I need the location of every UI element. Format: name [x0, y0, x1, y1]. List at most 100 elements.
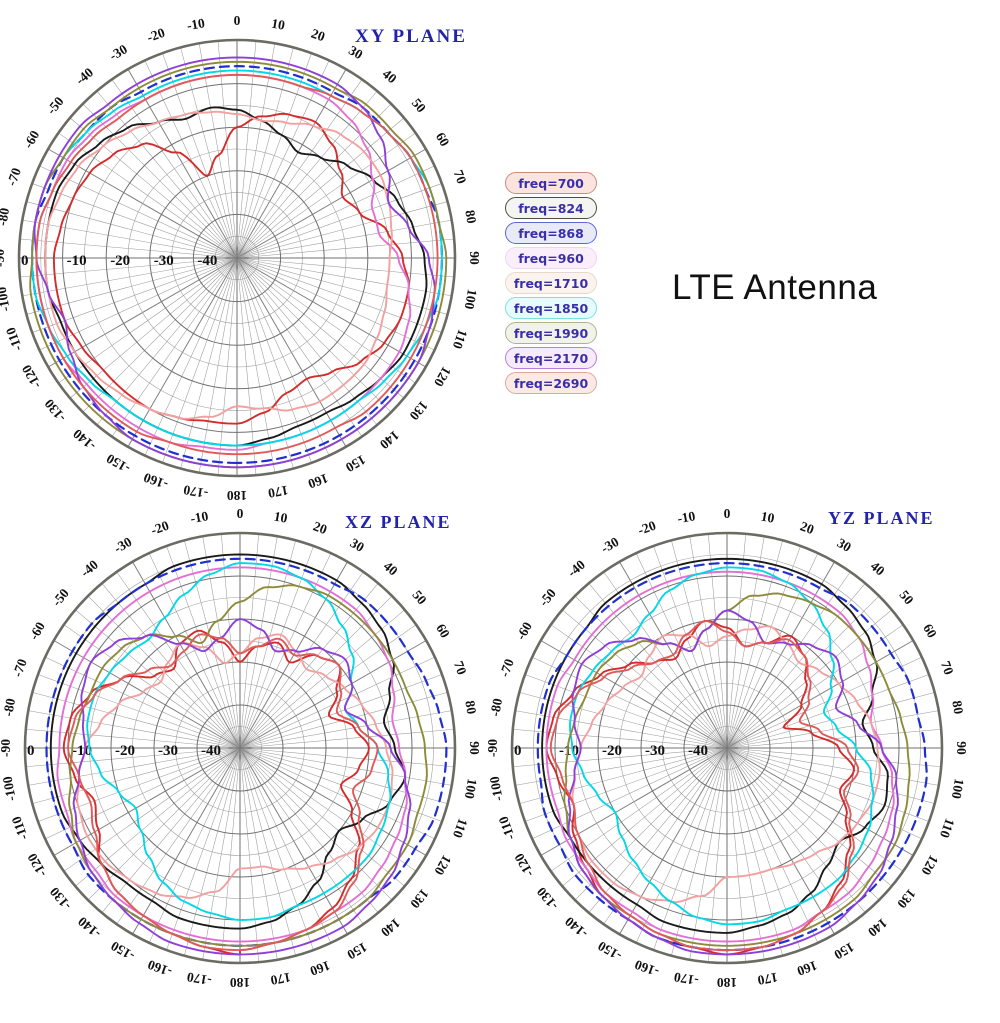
legend-item[interactable]: freq=1850 — [505, 297, 597, 319]
data-series-curve — [52, 112, 410, 425]
angle-tick-label: 10 — [273, 509, 289, 526]
radial-tick-label: -40 — [201, 743, 221, 759]
data-series-curve — [35, 73, 439, 456]
data-series-curve — [44, 110, 393, 420]
angle-tick-label: 60 — [920, 621, 940, 640]
angle-tick-label: -70 — [497, 657, 517, 679]
data-series-curve — [72, 618, 412, 956]
angle-tick-label: 50 — [409, 587, 429, 607]
angle-tick-label: 70 — [451, 168, 470, 186]
angle-tick-label: 50 — [409, 95, 429, 115]
radial-tick-label: -30 — [154, 253, 174, 269]
antenna-pattern-figure: -170-160-150-140-130-120-110-100-90-80-7… — [0, 0, 969, 990]
data-series-group — [536, 557, 928, 956]
angle-tick-label: -20 — [149, 518, 171, 538]
angle-tick-label: 150 — [344, 939, 369, 962]
angle-tick-label: -60 — [513, 619, 535, 642]
angle-tick-label: 110 — [450, 327, 471, 351]
angle-tick-label: -50 — [536, 585, 559, 609]
data-series-curve — [545, 570, 895, 943]
legend-item[interactable]: freq=1710 — [505, 272, 597, 294]
angle-tick-label: 100 — [949, 777, 967, 800]
angle-tick-label: -170 — [673, 969, 700, 988]
legend-item[interactable]: freq=824 — [505, 197, 597, 219]
angle-tick-label: -140 — [562, 914, 591, 942]
legend-item-label: freq=1990 — [513, 325, 589, 341]
radial-tick-label: -40 — [688, 743, 708, 759]
legend-item-label: freq=824 — [518, 200, 584, 216]
angle-tick-label: -160 — [632, 957, 661, 980]
angle-tick-label: -140 — [75, 914, 104, 942]
legend-item[interactable]: freq=700 — [505, 172, 597, 194]
angle-tick-label: -70 — [10, 657, 30, 679]
data-series-curve — [33, 56, 436, 469]
data-series-curve — [45, 557, 448, 947]
angle-tick-label: 20 — [311, 518, 329, 537]
angle-tick-label: -80 — [0, 206, 12, 227]
legend-item[interactable]: freq=868 — [505, 222, 597, 244]
legend-item[interactable]: freq=960 — [505, 247, 597, 269]
legend-item[interactable]: freq=1990 — [505, 322, 597, 344]
legend-item-label: freq=700 — [518, 175, 584, 191]
angle-tick-label: 130 — [894, 886, 919, 911]
angle-tick-label: -50 — [49, 585, 72, 609]
data-series-group — [29, 56, 448, 469]
angle-tick-label: -80 — [0, 697, 18, 718]
angle-tick-label: -110 — [8, 814, 30, 842]
angle-tick-label: -40 — [565, 557, 589, 580]
angle-tick-label: 110 — [937, 816, 958, 840]
angle-tick-label: -30 — [598, 534, 621, 556]
polar-plot-xy: -170-160-150-140-130-120-110-100-90-80-7… — [0, 0, 515, 536]
angle-tick-label: 60 — [433, 621, 453, 640]
legend-item-label: freq=1850 — [513, 300, 589, 316]
legend-item-label: freq=1710 — [513, 275, 589, 291]
angle-tick-label: 40 — [381, 558, 401, 578]
radial-tick-label: -20 — [115, 743, 135, 759]
data-series-curve — [35, 73, 412, 451]
data-series-curve — [545, 620, 855, 956]
radial-tick-label: -40 — [197, 253, 217, 269]
radial-tick-label: -10 — [67, 253, 87, 269]
data-series-curve — [567, 609, 899, 956]
angle-tick-label: -80 — [487, 697, 505, 718]
frequency-legend: freq=700 freq=824 freq=868 freq=960 freq=171… — [505, 172, 597, 394]
angle-tick-label: -160 — [145, 957, 174, 980]
angle-tick-label: -150 — [595, 938, 624, 963]
angle-tick-label: 170 — [756, 970, 779, 988]
data-series-curve — [568, 566, 875, 926]
radial-tick-label: -10 — [72, 743, 92, 759]
angle-tick-label: -60 — [20, 128, 42, 151]
angle-tick-label: 70 — [938, 659, 957, 677]
figure-title: LTE Antenna — [672, 268, 878, 307]
angle-tick-label: 70 — [451, 659, 470, 677]
angle-tick-label: 60 — [433, 130, 453, 149]
angle-tick-label: 170 — [267, 483, 290, 501]
data-series-curve — [67, 633, 379, 952]
angle-tick-label: 80 — [462, 209, 479, 225]
angle-tick-label: -110 — [3, 325, 25, 353]
angle-tick-label: -60 — [26, 619, 48, 642]
legend-item[interactable]: freq=2170 — [505, 347, 597, 369]
legend-item-label: freq=2690 — [513, 375, 589, 391]
angle-tick-label: 20 — [798, 518, 816, 537]
data-series-curve — [86, 562, 392, 921]
angle-tick-label: 0 — [724, 506, 731, 521]
angle-tick-label: -70 — [4, 166, 24, 188]
radial-tick-label: -20 — [110, 253, 130, 269]
angle-tick-label: -20 — [636, 518, 658, 538]
angle-tick-label: -100 — [487, 775, 506, 802]
legend-item-label: freq=2170 — [513, 350, 589, 366]
angle-tick-label: -40 — [78, 557, 102, 580]
angle-tick-label: 80 — [949, 699, 966, 715]
angle-tick-labels: -170-160-150-140-130-120-110-100-90-80-7… — [0, 506, 482, 990]
angle-tick-label: -130 — [41, 396, 69, 425]
plot-title-xz: XZ PLANE — [345, 512, 452, 532]
angle-tick-label: 150 — [831, 939, 856, 962]
angle-tick-label: -120 — [24, 851, 49, 880]
legend-item[interactable]: freq=2690 — [505, 372, 597, 394]
angle-tick-label: 170 — [269, 970, 292, 988]
angle-tick-label: -90 — [0, 739, 13, 757]
plot-title-yz: YZ PLANE — [828, 508, 935, 528]
angle-tick-label: -50 — [44, 93, 67, 117]
angle-tick-label: 40 — [868, 558, 888, 578]
